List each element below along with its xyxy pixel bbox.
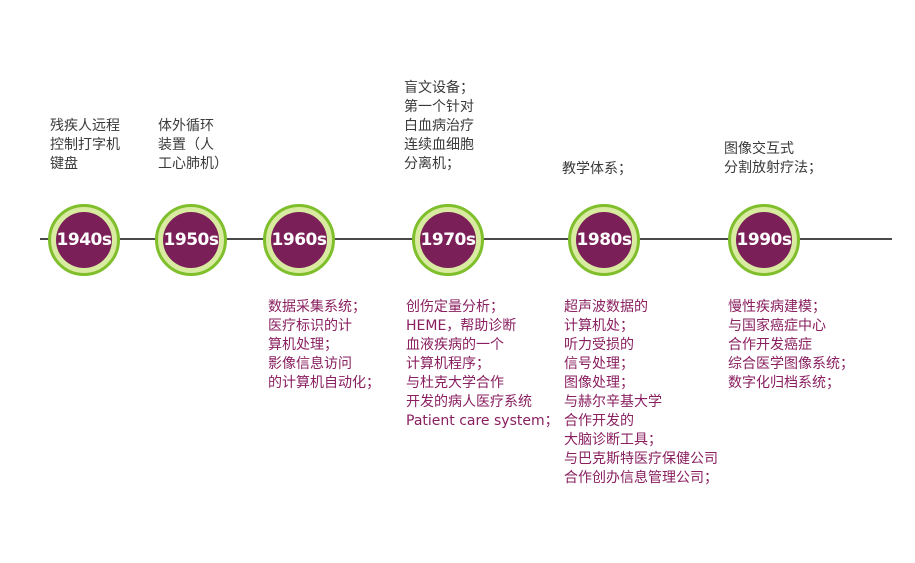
note-bottom-1970s-line-7: Patient care system；	[406, 413, 559, 429]
note-bottom-1980s-line-1: 超声波数据的	[564, 299, 648, 315]
note-bottom-1980s-line-9: 与巴克斯特医疗保健公司	[564, 451, 718, 467]
node-1970s-disc: 1970s	[420, 212, 476, 268]
note-top-1940s-line-3: 键盘	[50, 156, 78, 172]
note-top-1970s: 盲文设备； 第一个针对白血病治疗连续血细胞分离机；	[404, 79, 474, 174]
note-bottom-1980s: 超声波数据的计算机处； 听力受损的信号处理； 图像处理； 与赫尔辛基大学合作开发的大脑…	[564, 298, 718, 488]
note-bottom-1980s-line-8: 大脑诊断工具；	[564, 432, 662, 448]
node-1940s-label: 1940s	[56, 230, 112, 250]
note-top-1980s: 教学体系；	[562, 160, 632, 179]
node-1980s: 1980s	[568, 204, 640, 276]
node-1970s-label: 1970s	[420, 230, 476, 250]
node-1960s-label: 1960s	[271, 230, 327, 250]
note-bottom-1960s-line-5: 的计算机自动化；	[268, 375, 380, 391]
note-bottom-1980s-line-10: 合作创办信息管理公司；	[564, 470, 718, 486]
note-bottom-1990s: 慢性疾病建模； 与国家癌症中心合作开发癌症综合医学图像系统； 数字化归档系统；	[728, 298, 854, 393]
note-top-1970s-line-4: 连续血细胞	[404, 137, 474, 153]
note-bottom-1970s-line-6: 开发的病人医疗系统	[406, 394, 532, 410]
node-1990s-label: 1990s	[736, 230, 792, 250]
node-1960s-disc: 1960s	[271, 212, 327, 268]
note-bottom-1980s-line-3: 听力受损的	[564, 337, 634, 353]
note-bottom-1970s-line-5: 与杜克大学合作	[406, 375, 504, 391]
note-top-1940s-line-2: 控制打字机	[50, 137, 120, 153]
note-top-1970s-line-5: 分离机；	[404, 156, 460, 172]
note-bottom-1980s-line-2: 计算机处；	[564, 318, 634, 334]
note-top-1980s-line-1: 教学体系；	[562, 161, 632, 177]
note-top-1940s: 残疾人远程控制打字机键盘	[50, 117, 120, 174]
note-bottom-1960s: 数据采集系统； 医疗标识的计算机处理； 影像信息访问的计算机自动化；	[268, 298, 380, 393]
note-bottom-1990s-line-4: 综合医学图像系统；	[728, 356, 854, 372]
note-top-1950s: 体外循环装置（人工心肺机）	[158, 117, 228, 174]
node-1950s-label: 1950s	[163, 230, 219, 250]
note-bottom-1960s-line-1: 数据采集系统；	[268, 299, 366, 315]
note-top-1950s-line-3: 工心肺机）	[158, 156, 228, 172]
note-bottom-1960s-line-3: 算机处理；	[268, 337, 338, 353]
note-top-1950s-line-1: 体外循环	[158, 118, 214, 134]
node-1940s-disc: 1940s	[56, 212, 112, 268]
note-bottom-1990s-line-1: 慢性疾病建模；	[728, 299, 826, 315]
note-top-1990s: 图像交互式分割放射疗法；	[724, 140, 822, 178]
node-1990s-disc: 1990s	[736, 212, 792, 268]
node-1950s: 1950s	[155, 204, 227, 276]
node-1970s: 1970s	[412, 204, 484, 276]
note-bottom-1970s-line-3: 血液疾病的一个	[406, 337, 504, 353]
note-bottom-1980s-line-4: 信号处理；	[564, 356, 634, 372]
note-top-1940s-line-1: 残疾人远程	[50, 118, 120, 134]
note-top-1970s-line-3: 白血病治疗	[404, 118, 474, 134]
node-1980s-disc: 1980s	[576, 212, 632, 268]
note-top-1990s-line-2: 分割放射疗法；	[724, 160, 822, 176]
note-bottom-1980s-line-7: 合作开发的	[564, 413, 634, 429]
note-bottom-1990s-line-3: 合作开发癌症	[728, 337, 812, 353]
note-bottom-1960s-line-4: 影像信息访问	[268, 356, 352, 372]
note-bottom-1990s-line-5: 数字化归档系统；	[728, 375, 840, 391]
node-1960s: 1960s	[263, 204, 335, 276]
note-bottom-1970s-line-2: HEME，帮助诊断	[406, 318, 517, 334]
note-top-1970s-line-1: 盲文设备；	[404, 80, 474, 96]
note-bottom-1990s-line-2: 与国家癌症中心	[728, 318, 826, 334]
note-bottom-1970s-line-4: 计算机程序；	[406, 356, 490, 372]
note-bottom-1970s-line-1: 创伤定量分析；	[406, 299, 504, 315]
note-bottom-1970s: 创伤定量分析； HEME，帮助诊断血液疾病的一个计算机程序； 与杜克大学合作开发的病…	[406, 298, 559, 431]
note-bottom-1960s-line-2: 医疗标识的计	[268, 318, 352, 334]
node-1990s: 1990s	[728, 204, 800, 276]
node-1980s-label: 1980s	[576, 230, 632, 250]
note-top-1990s-line-1: 图像交互式	[724, 141, 794, 157]
node-1950s-disc: 1950s	[163, 212, 219, 268]
note-top-1950s-line-2: 装置（人	[158, 137, 214, 153]
note-top-1970s-line-2: 第一个针对	[404, 99, 474, 115]
node-1940s: 1940s	[48, 204, 120, 276]
note-bottom-1980s-line-5: 图像处理；	[564, 375, 634, 391]
note-bottom-1980s-line-6: 与赫尔辛基大学	[564, 394, 662, 410]
